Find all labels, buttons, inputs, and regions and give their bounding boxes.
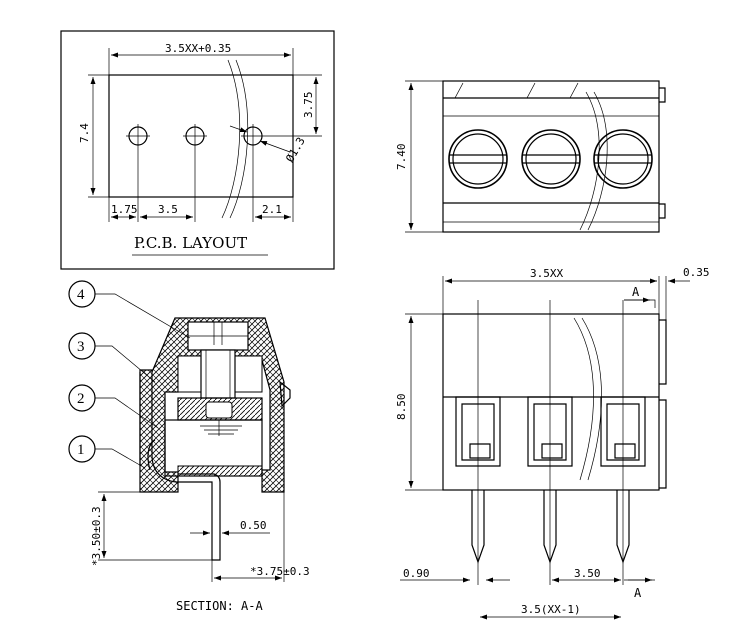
pcb-dim-hole: Ø1.3 — [283, 135, 308, 164]
wire-entry-1 — [455, 396, 501, 467]
section-dim-lead: *3.50±0.3 — [90, 506, 103, 566]
svg-text:3: 3 — [77, 339, 85, 355]
front-pins — [471, 300, 630, 585]
pcb-break-line-2 — [229, 59, 249, 219]
front-view: 3.5XX 0.35 A 8.50 0.90 3.50 3.5(XX-1) A — [395, 266, 710, 620]
top-view-body — [442, 80, 660, 233]
section-mark-top: A — [632, 285, 640, 299]
pcb-dim-top: 3.5XX+0.35 — [165, 42, 231, 55]
screw-head-1 — [448, 129, 508, 189]
front-dim-top: 3.5XX — [530, 267, 563, 280]
svg-text:1: 1 — [77, 442, 85, 458]
section-lead-pin — [139, 372, 221, 561]
pcb-dim-right: 3.75 — [302, 92, 315, 119]
balloons: 4 3 2 1 — [68, 280, 191, 469]
top-dim-height: 7.40 — [395, 144, 408, 171]
section-dim-thick: 0.50 — [240, 519, 267, 532]
wire-entry-3 — [600, 396, 646, 467]
pcb-dim-b3: 2.1 — [262, 203, 282, 216]
pcb-layout-title: P.C.B. LAYOUT — [134, 234, 247, 252]
screw-head-3 — [593, 129, 653, 189]
wire-entry-2 — [527, 396, 573, 467]
pcb-dim-b1: 1.75 — [111, 203, 138, 216]
top-view: 7.40 — [395, 80, 666, 233]
pcb-holes — [126, 124, 265, 148]
pcb-dim-b2: 3.5 — [158, 203, 178, 216]
section-housing — [139, 317, 285, 493]
front-dim-height: 8.50 — [395, 394, 408, 421]
pcb-dim-left: 7.4 — [78, 123, 91, 143]
section-screw-shaft — [200, 349, 236, 399]
screw-heads — [448, 129, 653, 189]
pcb-layout-frame — [60, 30, 335, 270]
section-view: 4 3 2 1 *3.50±0.3 0.50 *3.75±0.3 SECTION… — [68, 280, 310, 613]
front-dim-bottom: 3.5(XX-1) — [521, 603, 581, 616]
pcb-layout-view: 3.5XX+0.35 7.4 3.75 Ø1.3 1.75 3.5 2.1 P.… — [60, 30, 335, 270]
screw-head-2 — [521, 129, 581, 189]
section-dim-len: *3.75±0.3 — [250, 565, 310, 578]
wire-entries — [455, 396, 646, 467]
top-view-latches — [659, 87, 666, 219]
svg-text:2: 2 — [77, 391, 85, 407]
front-dim-top-right: 0.35 — [683, 266, 710, 279]
pcb-break-line-1 — [221, 59, 241, 219]
svg-text:4: 4 — [77, 287, 85, 303]
section-title: SECTION: A-A — [176, 599, 263, 613]
front-dim-pitch: 3.50 — [574, 567, 601, 580]
front-view-body — [442, 313, 660, 491]
section-mark-bottom: A — [634, 586, 642, 600]
front-dim-pin: 0.90 — [403, 567, 430, 580]
